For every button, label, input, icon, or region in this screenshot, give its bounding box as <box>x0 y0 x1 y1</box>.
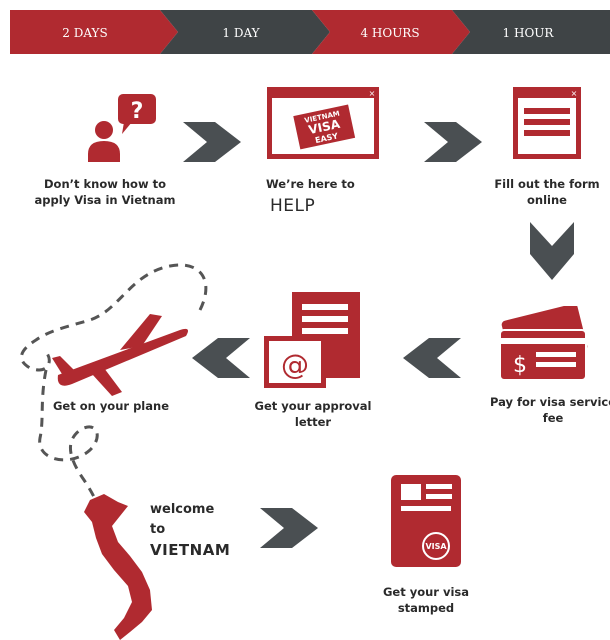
step1-line1: Don’t know how to <box>44 177 166 191</box>
person-question-icon: ? <box>88 94 156 162</box>
svg-text:$: $ <box>513 353 527 378</box>
step7-caption: welcome to VIETNAM <box>150 500 250 560</box>
svg-text:?: ? <box>131 99 144 124</box>
svg-text:×: × <box>571 89 578 98</box>
svg-text:VISA: VISA <box>307 117 342 137</box>
step3-caption: Fill out the form online <box>484 176 610 208</box>
step8-line2: stamped <box>397 601 455 615</box>
airplane-icon <box>52 314 189 396</box>
vietnam-map-icon <box>84 494 152 640</box>
credit-card-icon: $ <box>499 306 588 381</box>
svg-text:@: @ <box>281 348 309 381</box>
visa-easy-badge: VIETNAM VISA EASY <box>293 104 356 150</box>
step1-line2: apply Visa in Vietnam <box>34 193 176 207</box>
browser-window-icon: × VIETNAM VISA EASY <box>267 87 379 159</box>
step7-line2: to <box>150 522 166 537</box>
arrow-down-icon <box>530 222 574 280</box>
step4-line1: Pay for visa service <box>489 395 610 409</box>
step4-caption: Pay for visa service fee <box>488 394 610 426</box>
step6-line1: Get on your plane <box>52 399 169 413</box>
timeline-label-2: 1 DAY <box>222 26 260 40</box>
step5-line2: letter <box>294 415 332 429</box>
visa-stamp-icon: VISA <box>391 475 461 567</box>
step2-line1: We’re here to <box>266 177 355 191</box>
timeline-banner: 2 DAYS 1 DAY 4 HOURS 1 HOUR <box>10 10 610 54</box>
timeline-segment-1 <box>10 10 178 54</box>
step6-caption: Get on your plane <box>46 398 176 414</box>
arrow-left-icon <box>192 338 250 378</box>
timeline-label-4: 1 HOUR <box>503 26 555 40</box>
approval-letter-icon: @ <box>264 292 360 388</box>
step7-line3: VIETNAM <box>150 541 231 559</box>
timeline-segment-4 <box>452 10 610 54</box>
timeline-segment-2 <box>160 10 330 54</box>
timeline-segment-3 <box>312 10 470 54</box>
svg-text:VISA: VISA <box>425 542 447 551</box>
online-form-icon: × <box>513 87 581 159</box>
step4-line2: fee <box>542 411 564 425</box>
timeline-label-1: 2 DAYS <box>62 26 107 40</box>
step8-caption: Get your visa stamped <box>366 584 486 616</box>
arrow-left-icon <box>403 338 461 378</box>
svg-text:×: × <box>369 89 376 98</box>
step2-line2: HELP <box>270 196 316 216</box>
timeline-label-3: 4 HOURS <box>360 26 419 40</box>
step8-line1: Get your visa <box>382 585 470 599</box>
step3-line1: Fill out the form <box>494 177 600 191</box>
arrow-right-icon <box>183 122 241 162</box>
step5-caption: Get your approval letter <box>248 398 378 430</box>
step2-caption: We’re here to HELP <box>252 176 392 216</box>
step5-line1: Get your approval <box>254 399 372 413</box>
step7-line1: welcome <box>150 502 215 517</box>
step1-caption: Don’t know how to apply Visa in Vietnam <box>30 176 180 208</box>
arrow-right-icon <box>260 508 318 548</box>
arrow-right-icon <box>424 122 482 162</box>
flight-path <box>20 263 208 640</box>
step3-line2: online <box>527 193 567 207</box>
